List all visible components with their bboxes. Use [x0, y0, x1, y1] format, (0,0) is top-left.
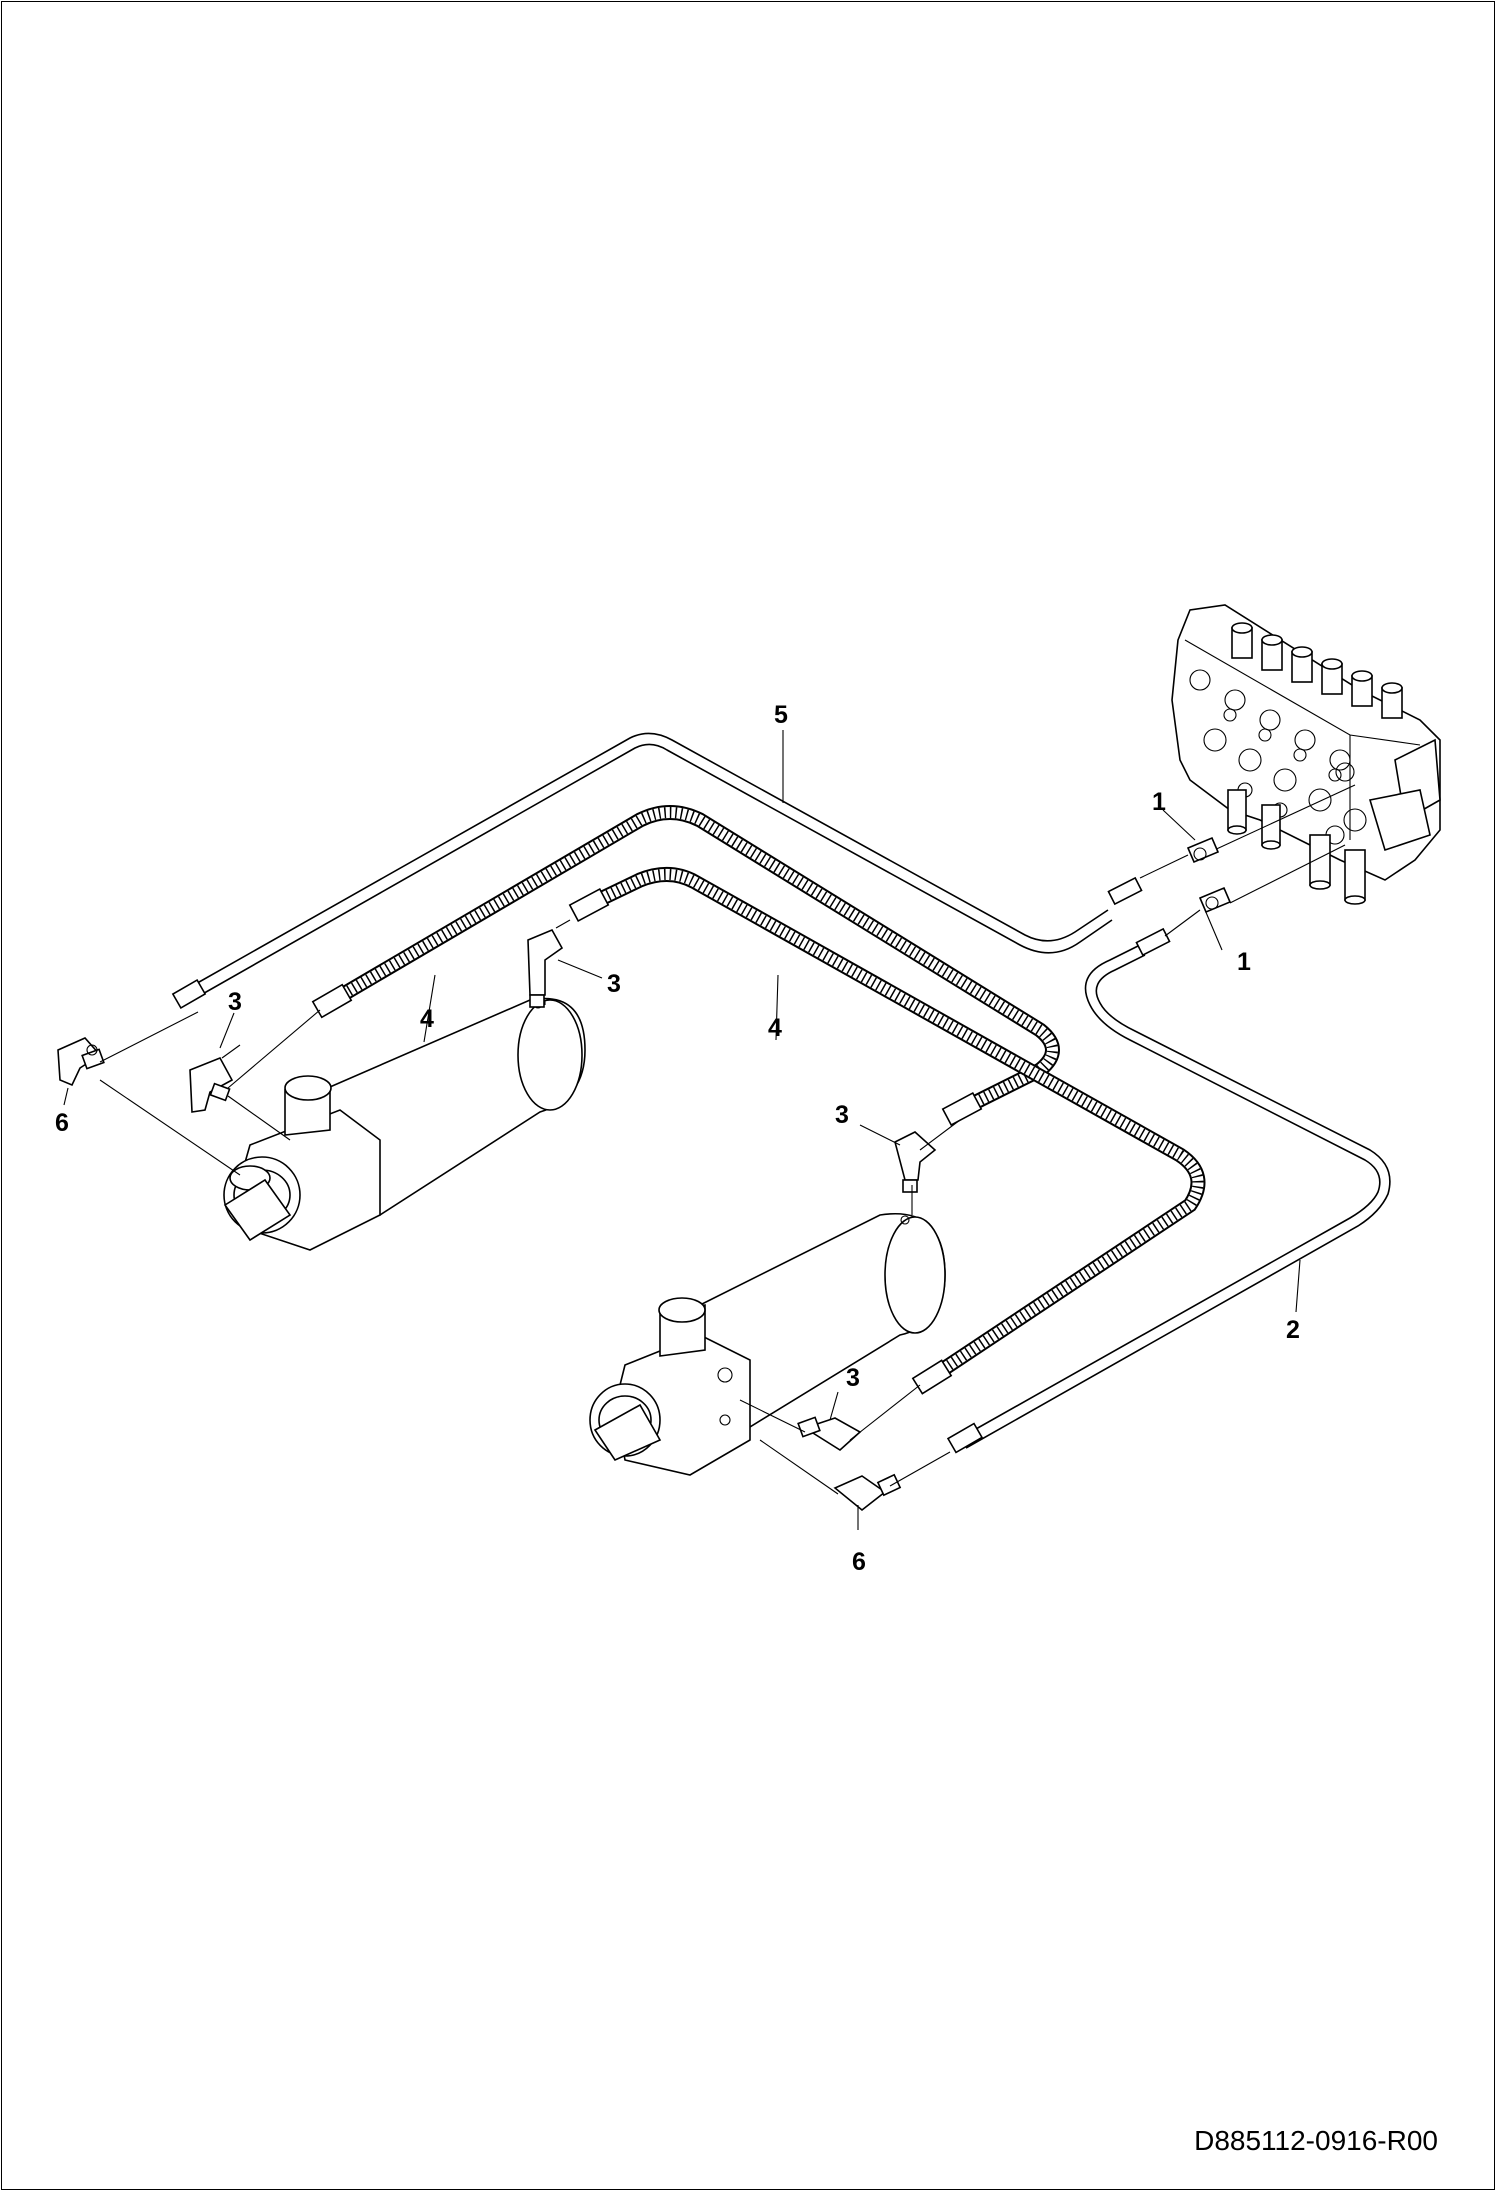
- callout-6-right: 6: [852, 1548, 866, 1576]
- callout-labels: 5 1 1 3 3 4 4 6 3 2 3 6: [55, 701, 1300, 1576]
- callout-5: 5: [774, 701, 788, 729]
- elbow-6-left: [57, 1037, 105, 1087]
- elbow-3-lower: [797, 1416, 862, 1451]
- fitting-1-lower: [1198, 886, 1232, 914]
- callout-4-left: 4: [420, 1005, 434, 1033]
- callout-1-lower: 1: [1237, 948, 1251, 976]
- document-id: D885112-0916-R00: [1194, 2125, 1438, 2156]
- pipe-2: [946, 909, 1391, 1454]
- control-valve: [1171, 604, 1441, 905]
- pipe-5: [171, 732, 1189, 1010]
- elbow-3-upper: [527, 919, 571, 1008]
- callout-3-lower: 3: [846, 1364, 860, 1392]
- cylinder-left: [223, 997, 586, 1251]
- callout-3-upper: 3: [607, 970, 621, 998]
- callout-1-upper: 1: [1152, 788, 1166, 816]
- elbow-3-left: [189, 1044, 241, 1113]
- callout-leaders: [63, 730, 1301, 1530]
- callout-3-mid: 3: [835, 1101, 849, 1129]
- hose-4-outer: [311, 805, 1060, 1127]
- callout-6-left: 6: [55, 1109, 69, 1137]
- callout-3-left: 3: [228, 988, 242, 1016]
- cylinder-right: [589, 1213, 946, 1476]
- callout-2: 2: [1286, 1316, 1300, 1344]
- hose-4-inner: [568, 867, 1206, 1395]
- callout-4-right: 4: [768, 1014, 782, 1042]
- fitting-1-upper: [1186, 836, 1220, 864]
- elbow-6-right: [833, 1473, 902, 1512]
- elbow-3-mid: [894, 1131, 937, 1193]
